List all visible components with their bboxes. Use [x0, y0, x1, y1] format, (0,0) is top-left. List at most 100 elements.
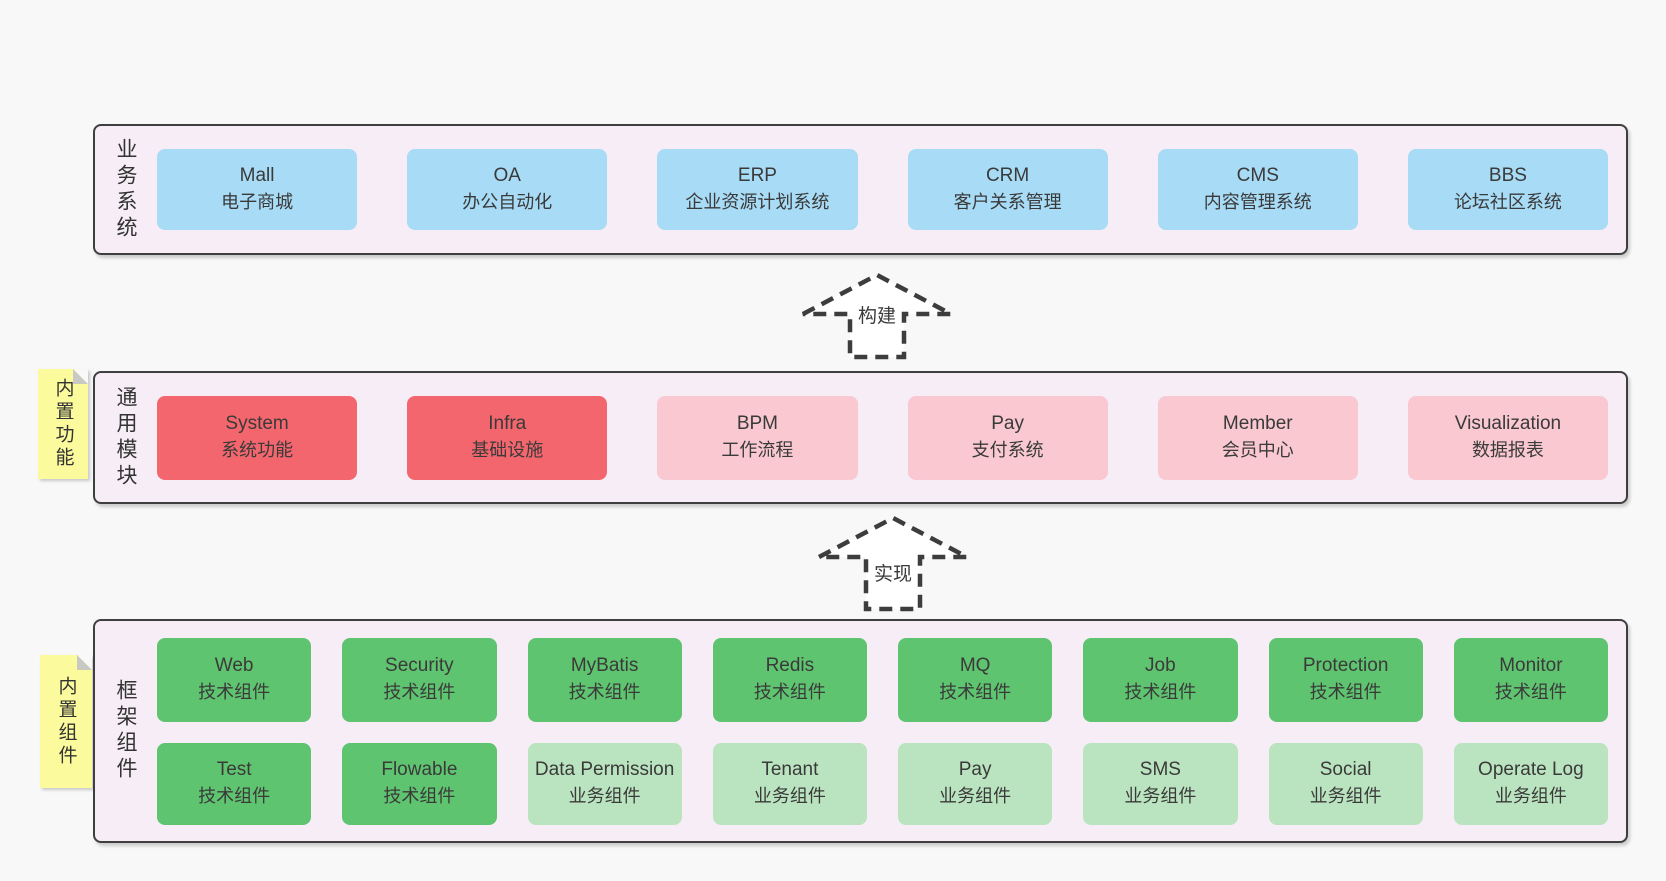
box-title: OA [493, 165, 521, 187]
box-system: System 系统功能 [157, 395, 358, 480]
box-web: Web 技术组件 [157, 637, 312, 722]
box-subtitle: 支付系统 [971, 440, 1044, 461]
box-bbs: BBS 论坛社区系统 [1407, 149, 1609, 230]
sticky-note-built-in-components: 内置组件 [40, 655, 92, 788]
box-title: ERP [737, 165, 777, 187]
box-title: Pay [958, 759, 992, 781]
box-sms: SMS 业务组件 [1083, 742, 1238, 825]
box-title: Monitor [1499, 655, 1563, 677]
box-monitor: Monitor 技术组件 [1453, 637, 1608, 722]
box-title: MQ [959, 655, 991, 677]
box-title: BBS [1488, 165, 1527, 187]
box-flowable: Flowable 技术组件 [342, 742, 497, 825]
box-title: Security [385, 655, 454, 677]
box-pay: Pay 支付系统 [907, 395, 1108, 480]
box-title: Redis [765, 655, 815, 677]
box-security: Security 技术组件 [342, 637, 497, 722]
box-subtitle: 技术组件 [753, 682, 826, 703]
box-subtitle: 业务组件 [1309, 786, 1382, 807]
box-subtitle: 论坛社区系统 [1453, 192, 1562, 213]
box-subtitle: 业务组件 [568, 786, 641, 807]
sticky-note-text: 内置功能 [52, 378, 74, 470]
box-subtitle: 技术组件 [568, 682, 641, 703]
band-label-framework-components: 框架组件 [114, 679, 137, 783]
box-title: Job [1145, 655, 1176, 677]
box-visualization: Visualization 数据报表 [1407, 395, 1609, 480]
box-pay-business: Pay 业务组件 [898, 742, 1053, 825]
box-title: MyBatis [570, 655, 639, 677]
box-infra: Infra 基础设施 [407, 395, 608, 480]
band-label-common-modules: 通用模块 [114, 385, 137, 490]
box-title: Web [214, 655, 254, 677]
box-erp: ERP 企业资源计划系统 [657, 149, 858, 230]
box-tenant: Tenant 业务组件 [712, 742, 867, 825]
box-title: SMS [1139, 759, 1181, 781]
box-subtitle: 业务组件 [753, 786, 826, 807]
box-subtitle: 业务组件 [1494, 786, 1567, 807]
band-framework-components: 框架组件 Web 技术组件 Security 技术组件 MyBatis 技术组件… [93, 619, 1628, 843]
box-subtitle: 办公自动化 [462, 192, 553, 213]
sticky-note-text: 内置组件 [55, 675, 77, 768]
box-subtitle: 技术组件 [1494, 682, 1567, 703]
box-subtitle: 技术组件 [1124, 682, 1197, 703]
box-subtitle: 技术组件 [383, 682, 456, 703]
box-subtitle: 会员中心 [1221, 440, 1294, 461]
box-protection: Protection 技术组件 [1268, 637, 1423, 722]
box-title: BPM [736, 413, 779, 435]
box-redis: Redis 技术组件 [712, 637, 867, 722]
box-social: Social 业务组件 [1268, 742, 1423, 825]
box-title: Data Permission [534, 759, 675, 781]
box-bpm: BPM 工作流程 [657, 395, 858, 480]
box-subtitle: 基础设施 [471, 440, 544, 461]
box-subtitle: 技术组件 [939, 682, 1012, 703]
box-test: Test 技术组件 [157, 742, 312, 825]
box-mall: Mall 电子商城 [157, 149, 358, 230]
box-subtitle: 技术组件 [383, 786, 456, 807]
box-member: Member 会员中心 [1157, 395, 1358, 480]
box-title: Mall [239, 165, 275, 187]
band-common-modules: 通用模块 System 系统功能 Infra 基础设施 BPM 工作流程 Pay… [93, 371, 1628, 504]
arrow-implement: 实现 [816, 515, 970, 612]
box-subtitle: 工作流程 [721, 440, 794, 461]
box-title: Social [1319, 759, 1372, 781]
box-title: Flowable [381, 759, 458, 781]
box-title: CMS [1236, 165, 1279, 187]
box-subtitle: 技术组件 [1309, 682, 1382, 703]
box-title: Operate Log [1478, 759, 1584, 781]
box-mybatis: MyBatis 技术组件 [527, 637, 682, 722]
box-subtitle: 内容管理系统 [1203, 192, 1312, 213]
box-operate-log: Operate Log 业务组件 [1453, 742, 1608, 825]
box-subtitle: 技术组件 [198, 682, 271, 703]
box-subtitle: 技术组件 [198, 786, 271, 807]
box-crm: CRM 客户关系管理 [907, 149, 1108, 230]
box-data-permission: Data Permission 业务组件 [527, 742, 682, 825]
box-title: Infra [488, 413, 527, 435]
box-mq: MQ 技术组件 [898, 637, 1053, 722]
box-oa: OA 办公自动化 [407, 149, 608, 230]
box-title: CRM [985, 165, 1030, 187]
arrow-build: 构建 [800, 272, 954, 360]
box-subtitle: 企业资源计划系统 [685, 192, 830, 213]
box-subtitle: 数据报表 [1471, 440, 1544, 461]
arrow-build-label: 构建 [855, 301, 899, 328]
box-title: Visualization [1454, 413, 1562, 435]
business-systems-row: Mall 电子商城 OA 办公自动化 ERP 企业资源计划系统 CRM 客户关系… [157, 149, 1626, 230]
box-job: Job 技术组件 [1083, 637, 1238, 722]
box-title: Pay [991, 413, 1024, 435]
box-title: Protection [1302, 655, 1389, 677]
framework-components-grid: Web 技术组件 Security 技术组件 MyBatis 技术组件 Redi… [157, 637, 1626, 825]
box-subtitle: 客户关系管理 [953, 192, 1062, 213]
common-modules-row: System 系统功能 Infra 基础设施 BPM 工作流程 Pay 支付系统… [157, 395, 1626, 480]
sticky-note-built-in-features: 内置功能 [38, 369, 88, 479]
box-subtitle: 系统功能 [221, 440, 294, 461]
box-subtitle: 业务组件 [939, 786, 1012, 807]
box-cms: CMS 内容管理系统 [1157, 149, 1358, 230]
box-subtitle: 电子商城 [221, 192, 294, 213]
band-label-business-systems: 业务系统 [114, 137, 137, 242]
arrow-implement-label: 实现 [871, 559, 915, 586]
box-title: Test [216, 759, 252, 781]
band-business-systems: 业务系统 Mall 电子商城 OA 办公自动化 ERP 企业资源计划系统 CRM… [93, 124, 1628, 255]
box-title: System [225, 413, 289, 435]
box-subtitle: 业务组件 [1124, 786, 1197, 807]
